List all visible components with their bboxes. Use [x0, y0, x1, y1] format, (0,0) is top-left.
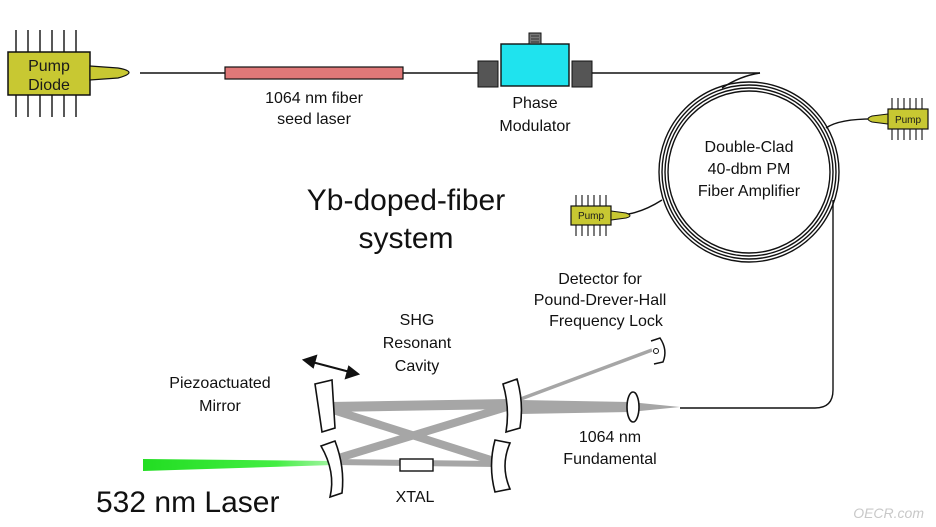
- fundamental-label-2: Fundamental: [563, 451, 656, 468]
- seed-laser-label-2: seed laser: [277, 111, 351, 128]
- detector-label-3: Frequency Lock: [549, 313, 664, 330]
- phase-modulator: [477, 32, 593, 88]
- xtal-label: XTAL: [396, 489, 435, 506]
- focusing-lens: [626, 391, 640, 423]
- cavity-label-1: SHG: [400, 312, 435, 329]
- pdh-detector: [650, 337, 666, 365]
- mirror-piezo-top-left: [314, 379, 336, 434]
- cavity-beams: [328, 348, 680, 467]
- pump-diode-label-1: Pump: [28, 58, 70, 75]
- pump-small-upper: Pump: [867, 98, 929, 140]
- xtal-crystal: [399, 458, 434, 472]
- detector-label-2: Pound-Drever-Hall: [534, 292, 667, 309]
- system-title-1: Yb-doped-fiber: [307, 184, 505, 217]
- watermark: OECR.com: [853, 505, 924, 521]
- green-output-beam: [143, 459, 334, 471]
- phase-modulator-label-2: Modulator: [499, 118, 571, 135]
- phase-modulator-label-1: Phase: [512, 95, 557, 112]
- output-laser-label: 532 nm Laser: [96, 486, 279, 519]
- cavity-label-2: Resonant: [383, 335, 452, 352]
- detector-label-1: Detector for: [558, 271, 642, 288]
- seed-laser-fiber: [224, 66, 404, 80]
- amplifier-label-3: Fiber Amplifier: [698, 183, 801, 200]
- pump-small-upper-label: Pump: [895, 115, 922, 126]
- pump-diode-label-2: Diode: [28, 77, 70, 94]
- pump-small-left-label: Pump: [578, 211, 605, 222]
- piezo-mirror-label-2: Mirror: [199, 398, 241, 415]
- pump-small-left: Pump: [570, 195, 631, 236]
- mirror-bottom-right: [490, 439, 512, 493]
- system-title-2: system: [358, 222, 453, 255]
- piezo-motion-arrow-icon: [301, 354, 361, 380]
- cavity-label-3: Cavity: [395, 358, 439, 375]
- mirror-bottom-left: [319, 439, 344, 499]
- pump-diode: Pump Diode: [7, 30, 130, 117]
- seed-laser-label-1: 1064 nm fiber: [265, 90, 364, 107]
- fundamental-label-1: 1064 nm: [579, 429, 641, 446]
- fiber-amplifier-coil: [619, 72, 881, 409]
- amplifier-label-1: Double-Clad: [705, 139, 794, 156]
- piezo-mirror-label-1: Piezoactuated: [169, 375, 270, 392]
- mirror-input-top-right: [502, 377, 523, 434]
- amplifier-label-2: 40-dbm PM: [708, 161, 791, 178]
